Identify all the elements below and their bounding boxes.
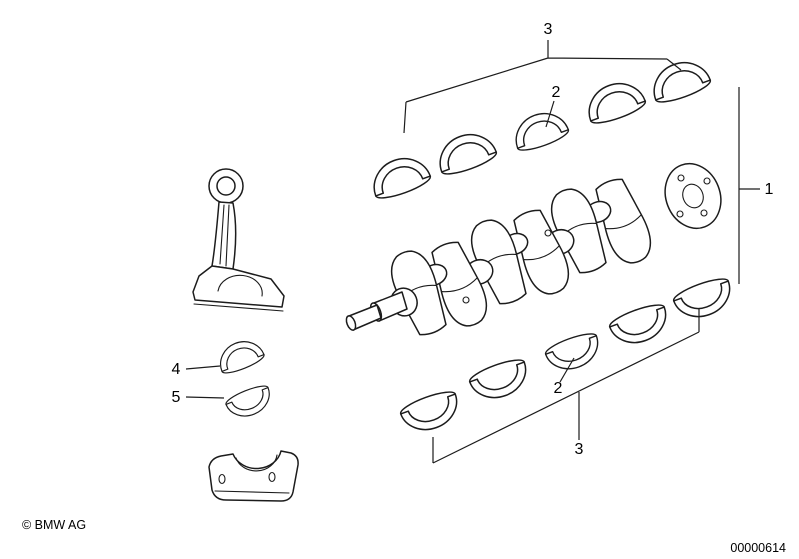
rod-big-end (192, 265, 285, 308)
main-shell-upper-2 (431, 125, 500, 180)
callout-2-top[interactable]: 2 (552, 84, 561, 101)
main-shell-upper-5 (645, 53, 714, 108)
callout-line-4 (185, 365, 221, 370)
bearing-cap-seat (235, 454, 278, 472)
main-shell-upper-1 (365, 149, 434, 204)
web-oil-hole (462, 296, 470, 304)
main-shell-lower-4 (606, 299, 674, 352)
callout-3-top[interactable]: 3 (544, 21, 553, 38)
main-shell-lower-2 (466, 354, 534, 407)
callout-4[interactable]: 4 (172, 361, 181, 378)
connecting-rod (192, 168, 285, 312)
callouts: 3 2 1 4 5 2 3 (172, 21, 774, 458)
document-number: 00000614 (730, 541, 786, 555)
copyright: © BMW AG (22, 518, 86, 532)
callout-line-3-top (403, 40, 682, 134)
rod-bearing-shell-upper (213, 334, 267, 378)
cap-base-line (214, 490, 290, 494)
callout-line-3-bottom (432, 309, 700, 464)
callout-1[interactable]: 1 (765, 181, 774, 198)
callout-line-5 (185, 396, 225, 399)
crankshaft (345, 162, 722, 341)
callout-5[interactable]: 5 (172, 389, 181, 406)
rod-parting-face (193, 274, 284, 312)
main-shell-lower-1 (397, 386, 465, 439)
callout-line-2-top (545, 100, 555, 128)
bearing-cap-body (208, 450, 299, 502)
web-oil-hole (544, 229, 552, 237)
callout-line-1 (738, 87, 760, 284)
callout-lines (185, 40, 760, 464)
cap-bolt-hole (218, 473, 226, 485)
flange-bolt-hole (700, 209, 708, 217)
main-shell-lower-5 (670, 273, 738, 326)
main-shell-upper-4 (580, 74, 649, 129)
flange-bolt-hole (703, 177, 711, 185)
bearing-cap (208, 450, 299, 502)
cap-bolt-hole (268, 471, 276, 483)
rod-bearing-shells (213, 334, 276, 424)
crank-nose-tip-end (345, 315, 357, 331)
rod-shank-ribs (219, 204, 230, 267)
callout-line-2-bottom (559, 357, 575, 383)
callout-3-bottom[interactable]: 3 (575, 441, 584, 458)
guide-bearing-shell-lower (542, 328, 605, 377)
callout-2-bottom[interactable]: 2 (554, 380, 563, 397)
main-bearing-shells-upper (365, 53, 714, 204)
guide-bearing-shell-upper (508, 105, 572, 156)
flange-center-bore (682, 183, 704, 209)
flange-bolt-hole (676, 210, 684, 218)
rod-small-end-bore (216, 176, 236, 196)
flange-bolt-hole (677, 174, 685, 182)
rod-bearing-shell-lower (223, 381, 276, 424)
